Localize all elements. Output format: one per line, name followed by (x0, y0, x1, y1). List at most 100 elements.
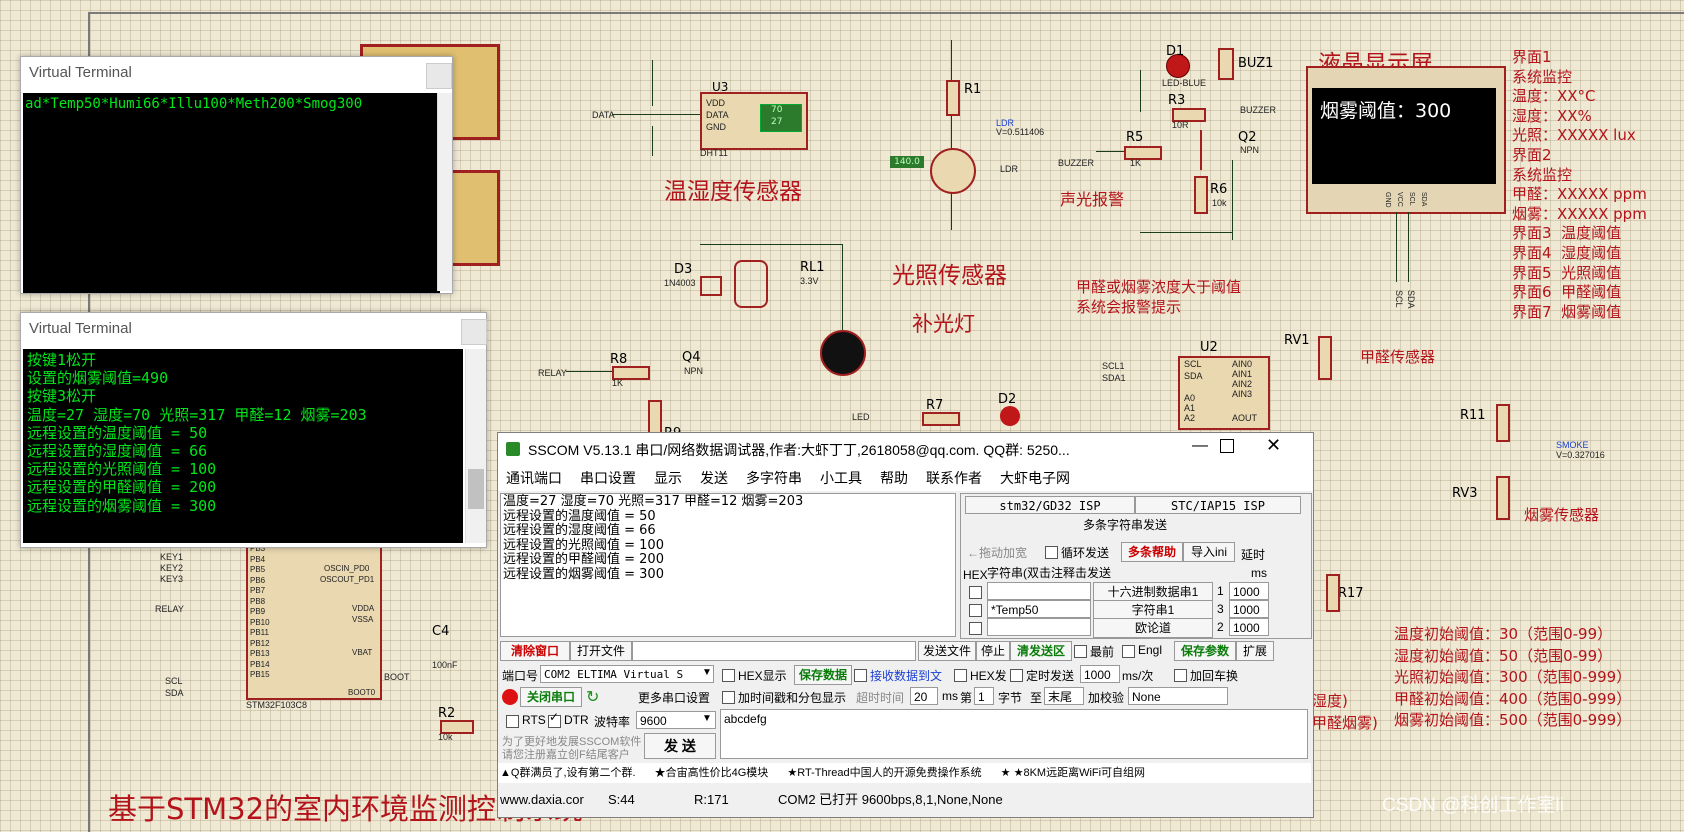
row2-delay[interactable]: 1000 (1229, 600, 1269, 618)
timed-send-input[interactable]: 1000 (1080, 665, 1120, 683)
lux-meter[interactable]: 140.0 (890, 156, 924, 168)
r1-resistor[interactable] (946, 80, 960, 116)
dtr-checkbox[interactable] (548, 715, 561, 728)
r8-resistor[interactable] (612, 366, 650, 380)
send-input[interactable]: abcdefg (720, 709, 1308, 759)
baud-select[interactable]: 9600 (636, 711, 716, 729)
maximize-icon[interactable] (1220, 439, 1234, 453)
multi-help-button[interactable]: 多条帮助 (1121, 542, 1183, 562)
port-select[interactable]: COM2 ELTIMA Virtual S (540, 665, 714, 683)
file-path-input[interactable] (632, 641, 916, 661)
vt2-screen[interactable]: 按键1松开 设置的烟雾阈值=490 按键3松开 温度=27 湿度=70 光照=3… (23, 349, 463, 543)
r17-resistor[interactable] (1326, 574, 1340, 612)
vt1-window-button[interactable] (426, 63, 452, 89)
row1-send-button[interactable]: 十六进制数据串1 (1093, 582, 1213, 602)
vt1-screen[interactable]: ad*Temp50*Humi66*Illu100*Meth200*Smog300 (23, 93, 440, 293)
baud-dropdown-icon[interactable]: ▼ (702, 713, 712, 724)
menu-display[interactable]: 显示 (654, 470, 682, 486)
row2-input[interactable]: *Temp50 (987, 600, 1091, 618)
vt2-window-button[interactable] (461, 319, 487, 345)
r9-resistor[interactable] (648, 400, 662, 434)
virtual-terminal-1[interactable]: Virtual Terminal ad*Temp50*Humi66*Illu10… (20, 56, 453, 294)
virtual-terminal-2[interactable]: Virtual Terminal 按键1松开 设置的烟雾阈值=490 按键3松开… (20, 312, 487, 548)
tab-stm32-isp[interactable]: stm32/GD32 ISP (965, 496, 1135, 514)
menu-contact[interactable]: 联系作者 (926, 470, 982, 486)
ticker-2[interactable]: ★合宙高性价比4G模块 (654, 767, 769, 779)
timeout-input[interactable]: 20 (910, 687, 938, 705)
stm32-mcu[interactable]: PB3 PB4 PB5 PB6 PB7 PB8 PB9 PB10 PB11 PB… (246, 540, 382, 700)
rv3-potentiometer[interactable] (1496, 476, 1510, 520)
menu-daxia[interactable]: 大虾电子网 (1000, 470, 1070, 486)
vt1-scrollbar[interactable] (437, 93, 452, 291)
row2-send-button[interactable]: 字符串1 (1093, 600, 1213, 620)
row1-delay[interactable]: 1000 (1229, 582, 1269, 600)
port-dropdown-icon[interactable]: ▼ (702, 667, 712, 678)
menu-help[interactable]: 帮助 (880, 470, 908, 486)
close-port-button[interactable]: 关闭串口 (520, 687, 582, 707)
row3-send-button[interactable]: 欧论道 (1093, 618, 1213, 638)
ticker-1[interactable]: ▲Q群满员了,设有第二个群. (500, 767, 636, 779)
sscom-window[interactable]: SSCOM V5.13.1 串口/网络数据调试器,作者:大虾丁丁,2618058… (497, 432, 1314, 818)
r5-resistor[interactable] (1124, 146, 1162, 160)
close-icon[interactable]: ✕ (1266, 435, 1282, 455)
timestamp-checkbox[interactable] (722, 691, 735, 704)
r11-resistor[interactable] (1496, 404, 1510, 442)
minimize-icon[interactable]: — (1192, 437, 1208, 454)
refresh-icon[interactable]: ↻ (586, 689, 600, 706)
buzzer-component[interactable] (1218, 48, 1234, 80)
import-ini-button[interactable]: 导入ini (1183, 542, 1235, 562)
row1-hex-checkbox[interactable] (969, 586, 982, 599)
r3-resistor[interactable] (1172, 108, 1206, 122)
add-crlf-checkbox[interactable] (1174, 669, 1187, 682)
engl-checkbox[interactable] (1122, 645, 1135, 658)
save-data-button[interactable]: 保存数据 (794, 665, 852, 685)
dht11-component[interactable]: 70 27 VDD DATA GND (700, 92, 808, 150)
q2-transistor[interactable] (1200, 130, 1236, 170)
r2-resistor[interactable] (440, 720, 474, 734)
recv-to-file-checkbox[interactable] (854, 669, 867, 682)
hex-show-checkbox[interactable] (722, 669, 735, 682)
tail-select[interactable]: 末尾 (1044, 687, 1084, 705)
timed-send-checkbox[interactable] (1010, 669, 1023, 682)
receive-area[interactable]: 温度=27 湿度=70 光照=317 甲醛=12 烟雾=203 远程设置的温度阈… (500, 493, 956, 637)
send-button[interactable]: 发 送 (644, 733, 716, 759)
adc-u2[interactable]: SCL SDA AIN0 AIN1 AIN2 AIN3 A0 A1 A2 AOU… (1178, 356, 1270, 430)
row3-delay[interactable]: 1000 (1229, 618, 1269, 636)
fill-light-lamp[interactable] (820, 330, 866, 376)
row2-hex-checkbox[interactable] (969, 604, 982, 617)
clear-send-button[interactable]: 清发送区 (1010, 641, 1072, 661)
open-file-button[interactable]: 打开文件 (570, 641, 632, 661)
last-checkbox[interactable] (1074, 645, 1087, 658)
clear-window-button[interactable]: 清除窗口 (500, 641, 570, 661)
menu-multi-string[interactable]: 多字符串 (746, 470, 802, 486)
ldr-component[interactable] (930, 148, 976, 194)
hex-send-checkbox[interactable] (954, 669, 967, 682)
relay-coil[interactable] (734, 260, 768, 308)
vt2-scroll-thumb[interactable] (468, 469, 484, 509)
nth-input[interactable]: 1 (974, 687, 994, 705)
vt2-scrollbar[interactable] (465, 349, 486, 543)
row3-input[interactable] (987, 618, 1091, 636)
ticker-4[interactable]: ★ ★8KM远距离WiFi可自组网 (1000, 767, 1146, 779)
row1-input[interactable] (987, 582, 1091, 600)
send-file-button[interactable]: 发送文件 (918, 641, 976, 661)
save-params-button[interactable]: 保存参数 (1174, 641, 1236, 661)
menu-tools[interactable]: 小工具 (820, 470, 862, 486)
d3-diode[interactable] (700, 276, 722, 296)
r6-resistor[interactable] (1194, 176, 1208, 214)
loop-send-checkbox[interactable] (1045, 546, 1058, 559)
menu-serial-settings[interactable]: 串口设置 (580, 470, 636, 486)
lcd-component[interactable]: 烟雾阈值：300 GND VCC SCL SDA (1306, 66, 1506, 214)
rts-checkbox[interactable] (506, 715, 519, 728)
sscom-titlebar[interactable]: SSCOM V5.13.1 串口/网络数据调试器,作者:大虾丁丁,2618058… (498, 433, 1313, 465)
tab-stc-isp[interactable]: STC/IAP15 ISP (1135, 496, 1301, 514)
menu-port[interactable]: 通讯端口 (506, 470, 562, 486)
rv1-potentiometer[interactable] (1318, 336, 1332, 380)
row3-hex-checkbox[interactable] (969, 622, 982, 635)
d2-led[interactable] (1000, 406, 1020, 426)
recv-to-file-label[interactable]: 接收数据到文 (870, 669, 943, 683)
checksum-select[interactable]: None (1128, 687, 1228, 705)
d1-led[interactable] (1166, 54, 1190, 78)
stop-button[interactable]: 停止 (976, 641, 1010, 661)
expand-button[interactable]: 扩展 (1236, 641, 1274, 661)
